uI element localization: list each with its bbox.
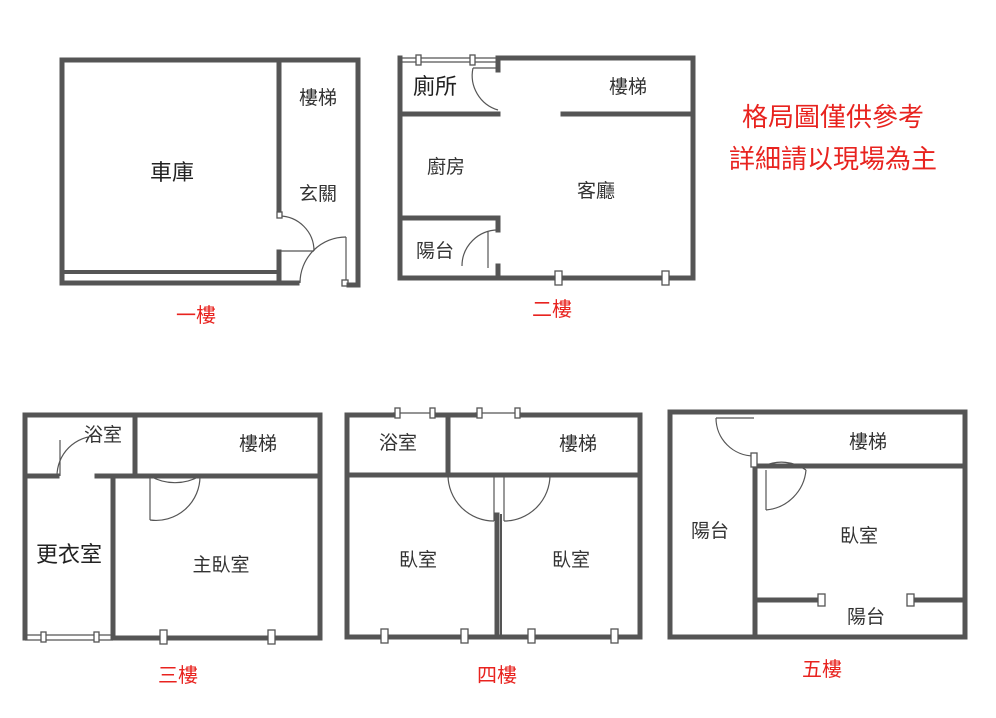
window-frame [469,54,476,66]
window-frame [380,628,389,644]
door-swing-1f-inner [278,215,315,252]
window-frame [159,629,168,645]
room-balcony-2f: 陽台 [416,240,454,262]
room-bedroom-5f: 臥室 [840,525,878,547]
floor-label-1f: 一樓 [176,303,216,327]
room-stairs-2f: 樓梯 [609,76,647,98]
room-foyer: 玄關 [299,183,337,205]
room-stairs-1f: 樓梯 [299,87,337,109]
room-garage: 車庫 [150,161,194,186]
floor-label-3f: 三樓 [158,663,198,687]
room-bath-4f: 浴室 [379,432,417,454]
door-hinge [276,211,283,219]
door-swing-4f-left [447,474,495,522]
wall-1f-outer [59,57,361,288]
room-kitchen: 廚房 [427,155,465,178]
window-frame [93,631,100,643]
master-door-arc [149,475,201,522]
room-balcony-5f-bottom: 陽台 [847,606,885,628]
door-swing-3f-bath [56,435,98,477]
floor-plan-4f: 浴室 樓梯 臥室 臥室 四樓 [344,407,643,687]
floor-label-5f: 五樓 [802,657,842,681]
window-frame [476,407,483,419]
window-frame [394,407,401,419]
door-swing-5f-bedroom [765,469,807,511]
window-frame [906,593,915,607]
room-bedroom-4f-left: 臥室 [399,549,437,571]
window-frame [460,628,469,644]
door-swing-5f-bedroom-a [763,461,807,471]
room-stairs-3f: 樓梯 [239,433,277,455]
door-hinge [750,452,758,468]
window-frame [661,270,670,286]
room-master-bedroom: 主臥室 [192,554,249,576]
room-living: 客廳 [577,180,615,202]
disclaimer-note: 格局圖僅供參考 詳細請以現場為主 [729,103,937,175]
wall-1f-outer-left [59,57,300,286]
door-swing-3f-master [149,475,201,484]
room-closet: 更衣室 [36,543,102,568]
room-bedroom-4f-right: 臥室 [552,549,590,571]
door-swing-5f-top [715,417,755,457]
window-frame [267,629,276,645]
note-line-2: 詳細請以現場為主 [729,145,937,175]
window-frame [554,270,563,286]
floor-plan-2f: 廁所 樓梯 廚房 客廳 陽台 二樓 [397,54,696,321]
window-frame [817,593,826,607]
window-frame [429,407,436,419]
floor-plan-5f: 樓梯 陽台 臥室 陽台 五樓 [667,409,968,681]
window-frame [415,54,422,66]
room-balcony-5f-left: 陽台 [691,520,729,542]
door-swing-4f-right [503,474,551,522]
room-bath-3f: 浴室 [84,424,122,446]
window-frame [40,631,47,643]
floor-label-2f: 二樓 [532,297,572,321]
door-swing-1f-entry [299,236,347,284]
room-toilet-2f: 廁所 [413,75,457,100]
door-swing-2f-balcony [461,229,499,267]
floor-plan-3f: 浴室 樓梯 更衣室 主臥室 三樓 [22,412,323,687]
room-stairs-4f: 樓梯 [559,433,597,455]
window-frame [527,628,536,644]
door-swing-2f-toilet [471,67,499,111]
note-line-1: 格局圖僅供參考 [742,103,924,133]
window-frame [514,407,521,419]
window-frame [610,628,619,644]
floor-label-4f: 四樓 [477,663,517,687]
room-stairs-5f: 樓梯 [849,431,887,453]
floor-plan-1f: 車庫 樓梯 玄關 一樓 [59,57,361,327]
